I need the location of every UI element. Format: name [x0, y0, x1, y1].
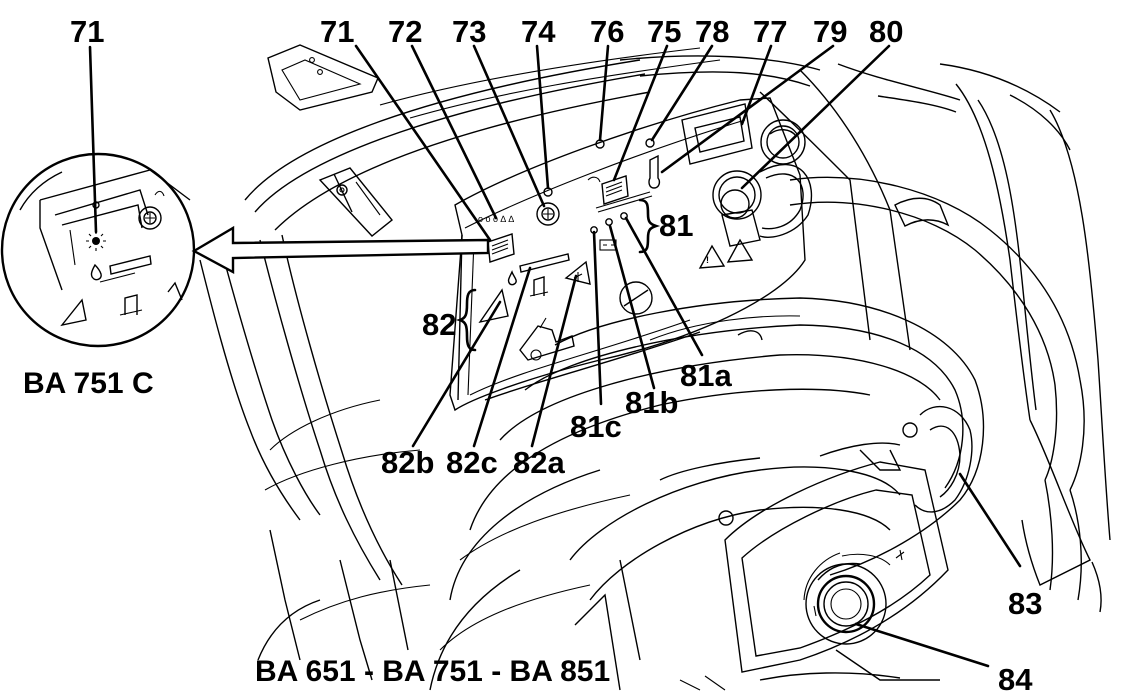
callout-84: 84 — [998, 662, 1033, 696]
group-braces — [455, 198, 661, 352]
callout-82c: 82c — [446, 445, 498, 480]
model-label-detail: BA 751 C — [23, 367, 154, 400]
callout-83: 83 — [1008, 586, 1042, 621]
callout-80: 80 — [869, 14, 903, 49]
starburst-led-icon — [86, 231, 106, 251]
detail-inset-ba751c — [0, 152, 196, 348]
callout-81c: 81c — [570, 409, 622, 444]
callout-82a: 82a — [513, 445, 565, 480]
svg-text:!: ! — [706, 255, 709, 265]
callout-73: 73 — [452, 14, 486, 49]
callout-labels: 71 71 72 73 74 76 75 78 77 79 80 81 81a … — [23, 14, 1042, 696]
callout-81b: 81b — [625, 385, 678, 420]
callout-82b: 82b — [381, 445, 434, 480]
callout-leader-lines — [88, 44, 1022, 668]
callout-74: 74 — [521, 14, 556, 49]
zoom-arrow-icon — [191, 225, 490, 275]
callout-75: 75 — [647, 14, 681, 49]
model-label-main: BA 651 - BA 751 - BA 851 — [255, 655, 610, 688]
callout-79: 79 — [813, 14, 847, 49]
callout-71-detail: 71 — [70, 14, 104, 49]
callout-71: 71 — [320, 14, 354, 49]
callout-81a: 81a — [680, 358, 732, 393]
callout-76: 76 — [590, 14, 624, 49]
callout-82: 82 — [422, 307, 456, 342]
callout-77: 77 — [753, 14, 787, 49]
callout-72: 72 — [388, 14, 422, 49]
callout-78: 78 — [695, 14, 729, 49]
machine-line-drawing: ! o o o ∆ ∆ — [199, 44, 1111, 691]
callout-81: 81 — [659, 208, 693, 243]
